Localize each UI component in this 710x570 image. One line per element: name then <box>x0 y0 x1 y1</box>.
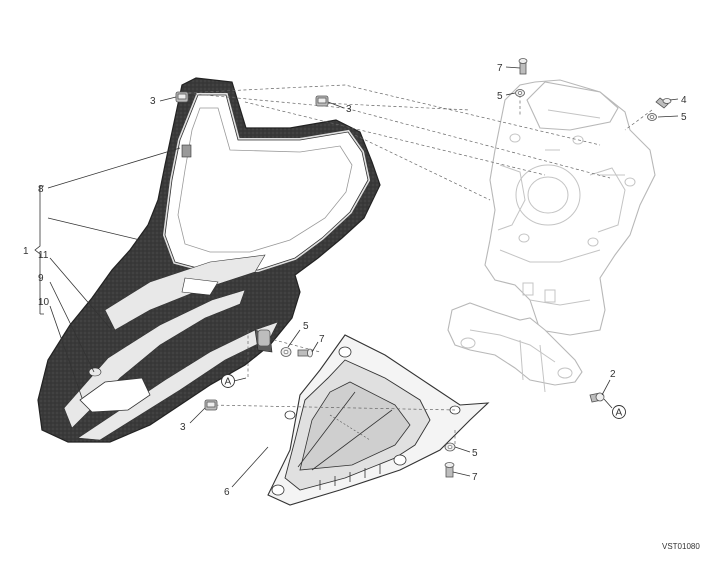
washer-top-right-icon <box>647 113 657 121</box>
ghost-lower-bracket <box>447 302 583 393</box>
clip-nut-top-right-icon <box>315 95 329 107</box>
callout-1: 1 <box>23 246 29 257</box>
screw-top-center-icon <box>518 58 528 75</box>
callout-5-bottom: 5 <box>472 448 478 459</box>
reference-marker-left: A <box>221 374 247 388</box>
callout-7-middle: 7 <box>319 334 325 345</box>
callout-3-top-left: 3 <box>150 96 156 107</box>
drawing-code: VST01080 <box>662 542 700 551</box>
callout-7-top: 7 <box>497 63 503 74</box>
marker-a-right-label: A <box>616 408 623 419</box>
callout-5-middle: 5 <box>303 321 309 332</box>
reference-marker-right: A <box>612 405 626 419</box>
callout-11: 11 <box>38 250 49 261</box>
clip-nut-bottom-icon <box>204 399 218 411</box>
callout-2: 2 <box>610 369 616 380</box>
bushing-middle-icon <box>257 329 271 347</box>
washer-top-center-icon <box>515 89 525 97</box>
callout-8: 8 <box>38 184 44 195</box>
callout-3-bottom: 3 <box>180 422 186 433</box>
callout-numbers: 1 8 11 9 10 3 3 3 7 5 4 5 5 7 2 6 5 7 <box>23 63 687 498</box>
front-fairing-part <box>37 77 381 443</box>
leader-lines <box>34 66 679 488</box>
marker-a-left-label: A <box>225 377 232 388</box>
callout-7-bottom: 7 <box>472 472 478 483</box>
callout-5-top: 5 <box>497 91 503 102</box>
clip-nut-top-left-icon <box>175 91 189 103</box>
callout-3-top-right: 3 <box>346 104 352 115</box>
assembly-guide-lines <box>182 84 653 445</box>
callout-4: 4 <box>681 95 687 106</box>
screw-bottom-icon <box>444 462 455 478</box>
callout-5-top-right: 5 <box>681 112 687 123</box>
washer-bottom-icon <box>444 442 456 452</box>
screw-top-right-icon <box>655 97 672 109</box>
lower-cover-part <box>267 334 490 506</box>
callout-6: 6 <box>224 487 230 498</box>
ghost-headlight-bracket <box>484 79 656 336</box>
washer-middle-icon <box>280 347 292 357</box>
screw-middle-icon <box>297 348 313 358</box>
callout-10: 10 <box>38 297 50 308</box>
callout-9: 9 <box>38 273 44 284</box>
hardware <box>175 58 672 478</box>
